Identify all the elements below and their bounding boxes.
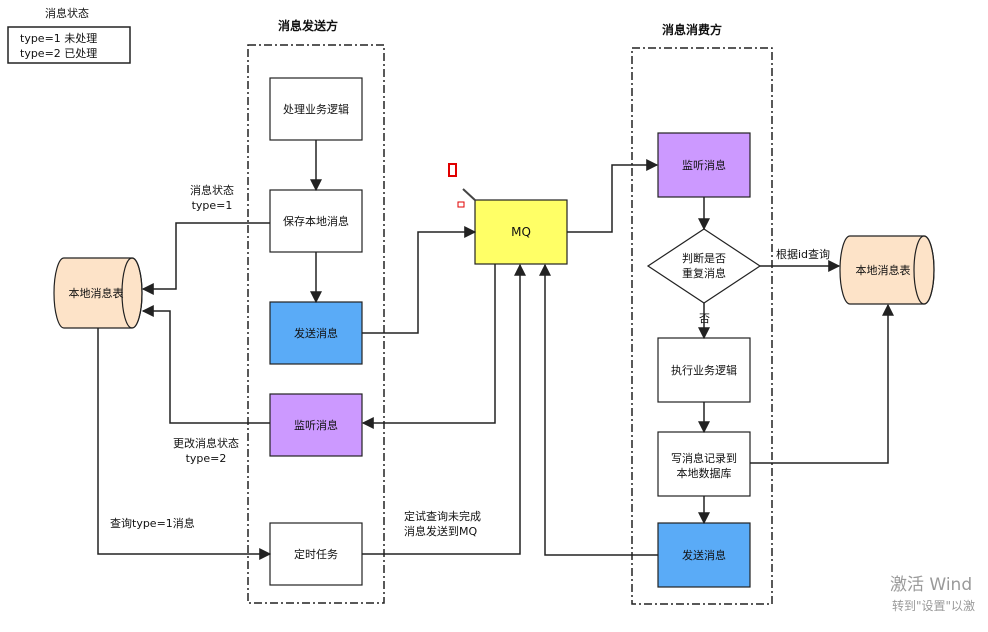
watermark-subtitle: 转到"设置"以激: [892, 599, 976, 613]
timed-task-node: [269, 522, 363, 586]
consumer-title: 消息消费方: [662, 22, 722, 37]
edge-consumer-send-to-mq: [539, 263, 658, 556]
update-status-line2: type=2: [186, 452, 227, 465]
query-type1-label: 查询type=1消息: [110, 516, 195, 530]
update-status-line1: 更改消息状态: [173, 436, 239, 450]
legend-type1: type=1 未处理: [20, 32, 97, 45]
mq-label: MQ: [511, 225, 531, 239]
write-record-line1: 写消息记录到: [671, 451, 737, 465]
edge-mq-to-consumer-listen: [567, 159, 659, 233]
process-business-node: [269, 77, 363, 141]
sender-title: 消息发送方: [278, 18, 338, 33]
write-record-node: [657, 431, 751, 497]
marker-icon: [448, 163, 457, 177]
sender-listen-label: 监听消息: [294, 418, 338, 432]
edge-timed-to-mq: [362, 263, 526, 555]
status-type1-line1: 消息状态: [190, 183, 234, 197]
sender-container: [247, 44, 385, 604]
edge-table-to-timed: [97, 328, 272, 560]
mq-node: [474, 199, 568, 265]
local-table-left: 本地消息表: [53, 257, 143, 329]
consumer-send-node: [657, 522, 751, 588]
watermark-title: 激活 Wind: [890, 575, 973, 595]
judge-duplicate-node: [646, 228, 762, 304]
judge-label-line2: 重复消息: [682, 266, 726, 280]
edge-listen-to-table: [141, 305, 270, 424]
retry-line2: 消息发送到MQ: [404, 524, 477, 538]
send-message-label: 发送消息: [294, 326, 338, 340]
consumer-send-label: 发送消息: [682, 548, 726, 562]
local-table-right-label: 本地消息表: [856, 263, 911, 277]
execute-business-label: 执行业务逻辑: [671, 363, 737, 377]
legend-type2: type=2 已处理: [20, 47, 97, 60]
query-by-id-label: 根据id查询: [776, 247, 830, 261]
marker-small-icon: [457, 201, 465, 208]
write-record-line2: 本地数据库: [677, 466, 732, 480]
edge-mq-to-sender-listen: [361, 264, 496, 429]
edge-send-to-mq: [362, 226, 477, 334]
judge-label-line1: 判断是否: [682, 251, 726, 265]
status-type1-line2: type=1: [192, 199, 233, 212]
consumer-listen-node: [657, 132, 751, 198]
edge-write-to-table: [750, 303, 894, 464]
retry-line1: 定试查询未完成: [404, 509, 481, 523]
pencil-icon: [462, 188, 477, 202]
process-business-label: 处理业务逻辑: [283, 102, 349, 116]
timed-task-label: 定时任务: [294, 547, 338, 561]
legend-title: 消息状态: [45, 6, 89, 20]
save-local-label: 保存本地消息: [283, 214, 349, 228]
execute-business-node: [657, 337, 751, 403]
consumer-listen-label: 监听消息: [682, 158, 726, 172]
edge-save-to-table: [141, 222, 270, 295]
legend-box: [7, 26, 131, 64]
sender-listen-node: [269, 393, 363, 457]
local-table-right: 本地消息表: [839, 235, 935, 305]
consumer-container: [631, 47, 773, 605]
local-table-left-label: 本地消息表: [69, 286, 124, 300]
